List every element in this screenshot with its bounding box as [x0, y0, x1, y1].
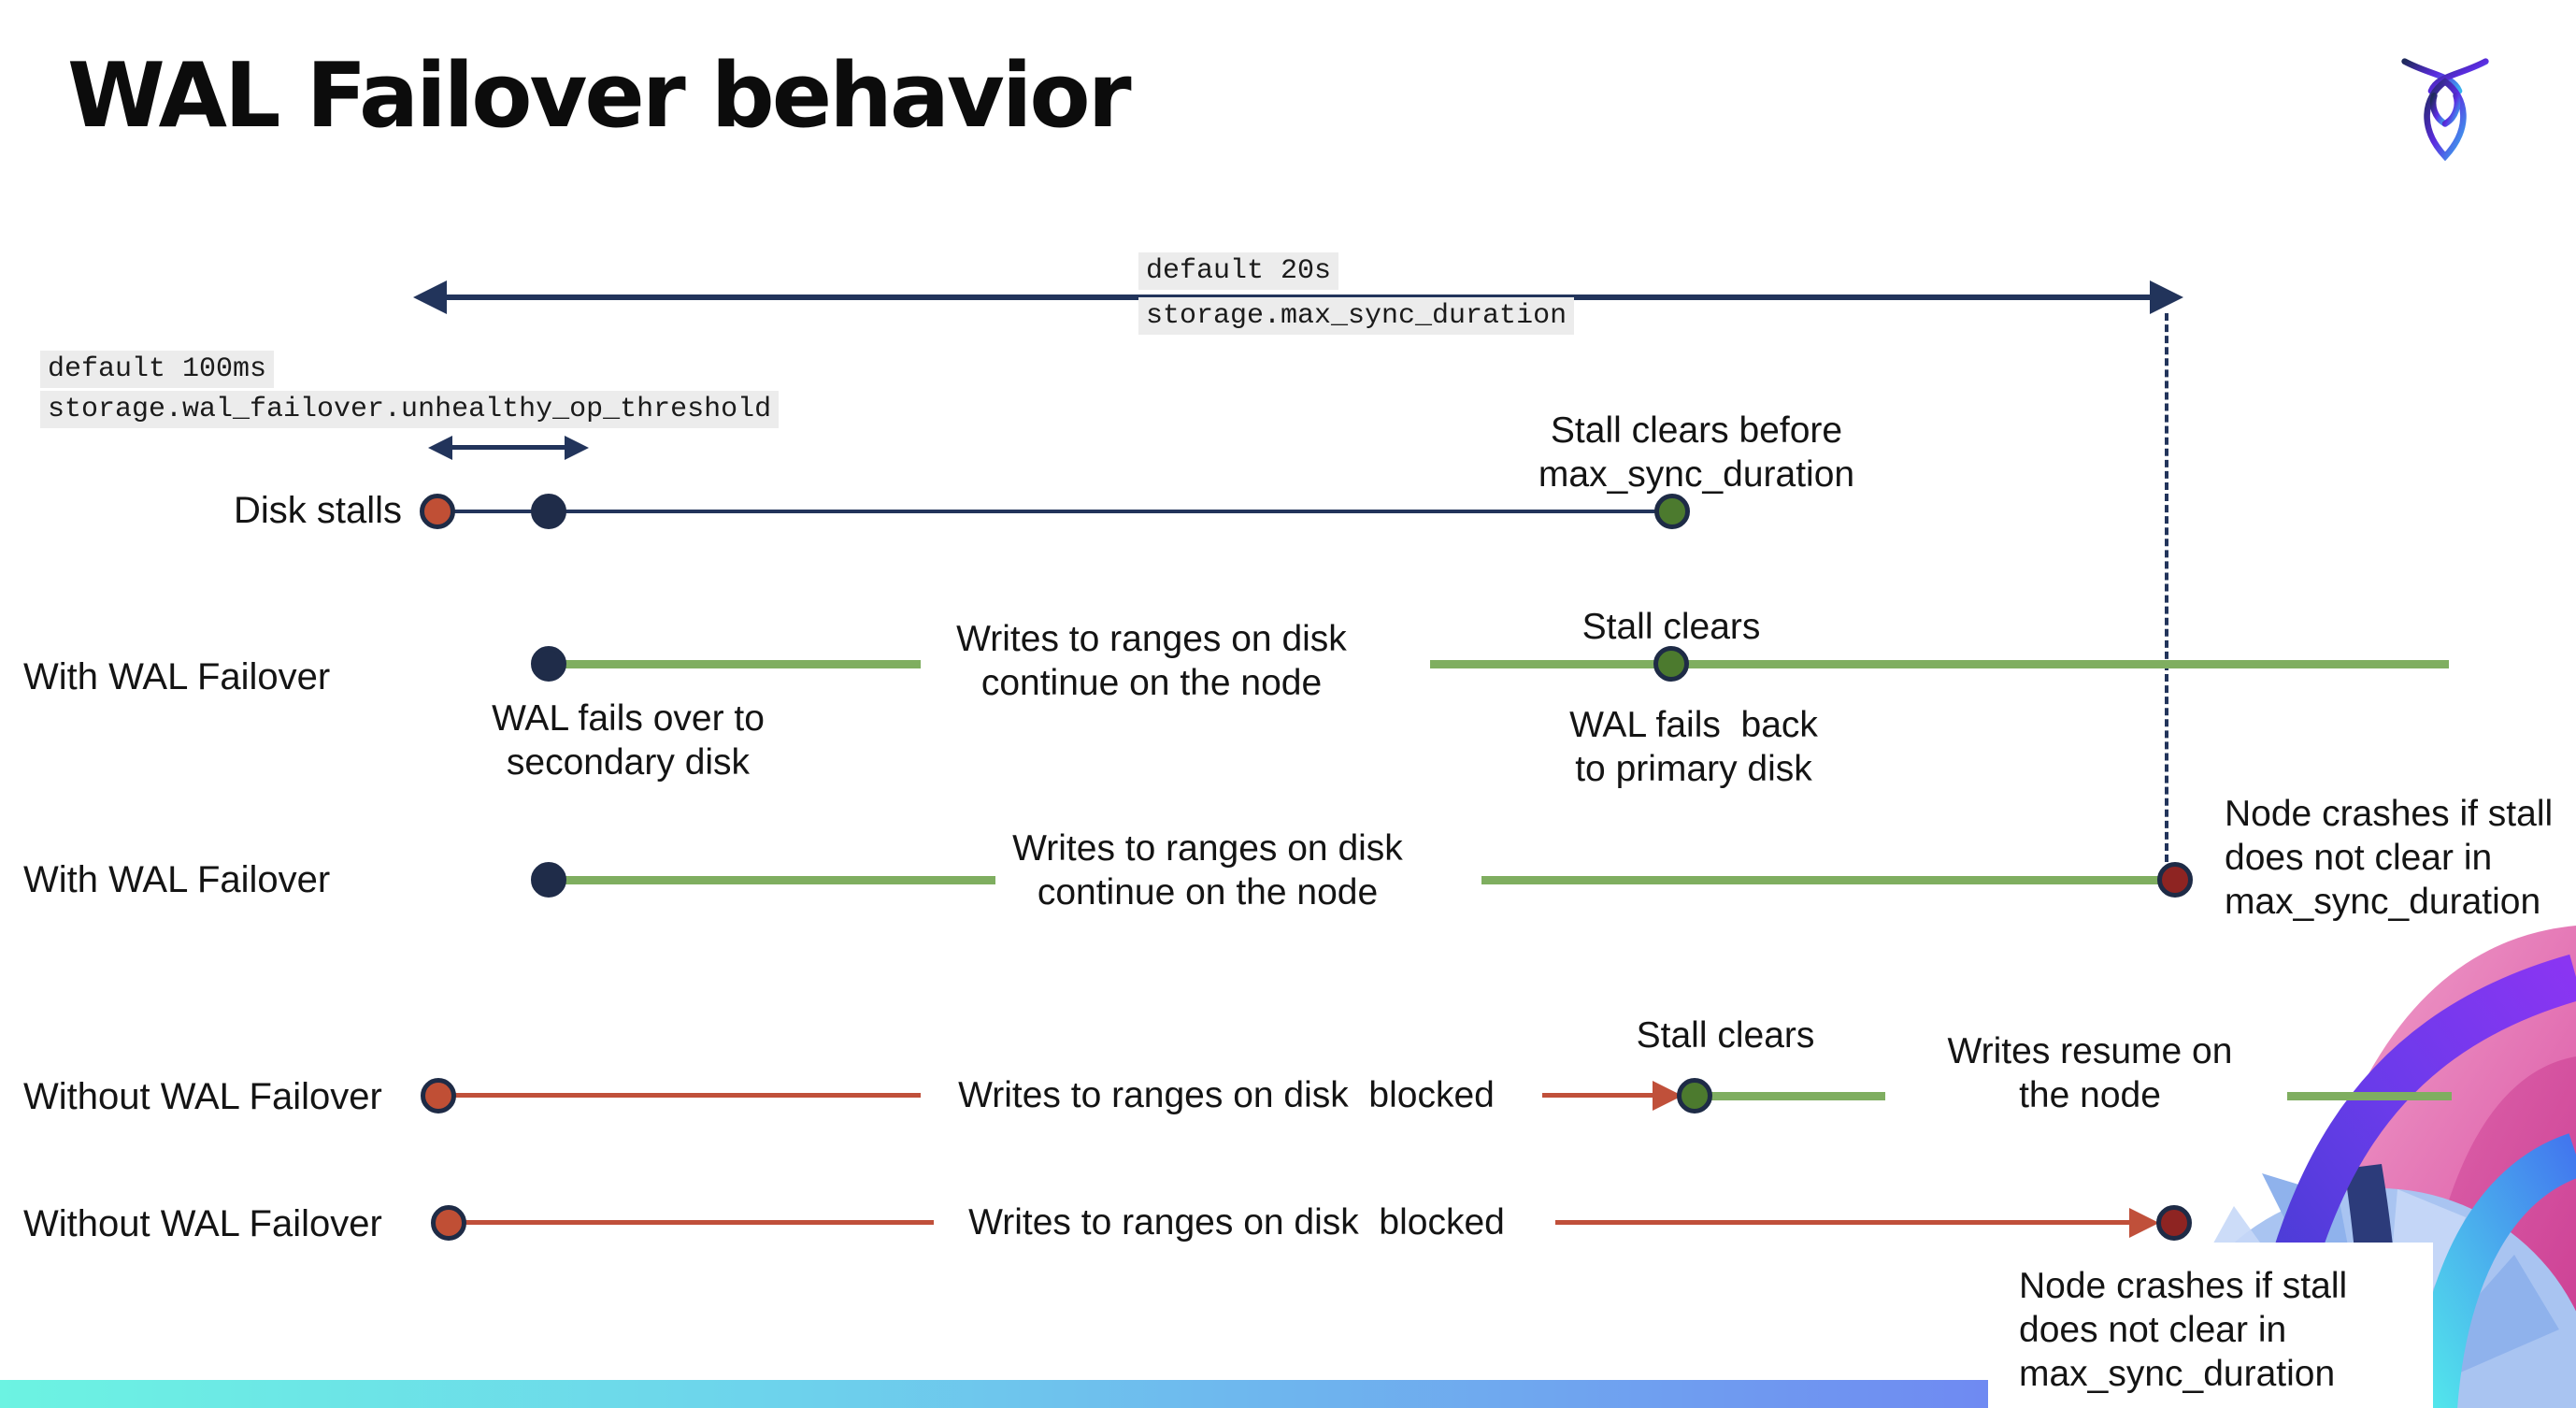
note-writes-continue-1: Writes to ranges on disk continue on the…	[956, 619, 1347, 703]
note-writes-resume: Writes resume on the node	[1947, 1031, 2233, 1115]
node-crashes-card	[1988, 1243, 2433, 1408]
row-label-with-wal-failover-1: With WAL Failover	[23, 656, 331, 697]
failover-stall-clears-dot	[1653, 646, 1689, 682]
note-node-crashes-1: Node crashes if stall does not clear in …	[2225, 794, 2554, 922]
failover-green-line-1a	[561, 660, 921, 668]
failover-green-line-2a	[561, 876, 995, 884]
no-failover-red-line-1b	[1542, 1093, 1656, 1098]
disk-stall-clears-dot	[1654, 494, 1690, 529]
note-stall-clears-before: Stall clears before max_sync_duration	[1538, 410, 1855, 495]
max-sync-default-label: default 20s	[1138, 252, 1339, 290]
max-sync-left-arrowhead-icon	[413, 280, 447, 314]
op-threshold-setting-label: storage.wal_failover.unhealthy_op_thresh…	[40, 391, 780, 428]
row-label-without-wal-failover-1: Without WAL Failover	[23, 1076, 382, 1117]
failover-start-dot-1	[531, 646, 566, 682]
cockroachdb-logo-icon	[2401, 58, 2489, 162]
note-node-crashes-2: Node crashes if stall does not clear in …	[2019, 1266, 2348, 1394]
no-failover-stall-dot-1	[421, 1078, 456, 1113]
no-failover-green-line-b	[2287, 1092, 2452, 1100]
no-failover-red-line-2a	[465, 1220, 934, 1225]
no-failover-green-line-a	[1711, 1092, 1885, 1100]
op-threshold-span-line	[449, 445, 565, 450]
no-failover-red-line-1a	[454, 1093, 921, 1098]
note-stall-clears-1: Stall clears	[1581, 607, 1761, 647]
max-sync-deadline-dashed-line	[2165, 313, 2168, 862]
row-label-without-wal-failover-2: Without WAL Failover	[23, 1203, 382, 1244]
disk-stalls-timeline	[437, 510, 1672, 513]
no-failover-red-arrowhead-2	[2129, 1208, 2159, 1238]
disk-stall-threshold-dot	[531, 494, 566, 529]
failover-green-line-1b	[1430, 660, 2449, 668]
note-writes-blocked-1: Writes to ranges on disk blocked	[958, 1075, 1495, 1115]
no-failover-red-line-2b	[1555, 1220, 2131, 1225]
row-label-with-wal-failover-2: With WAL Failover	[23, 859, 331, 900]
row-label-disk-stalls: Disk stalls	[233, 490, 402, 531]
disk-stall-start-dot	[420, 494, 455, 529]
note-stall-clears-2: Stall clears	[1636, 1015, 1815, 1056]
note-writes-continue-2: Writes to ranges on disk continue on the…	[1012, 828, 1403, 912]
op-threshold-right-arrowhead-icon	[565, 436, 589, 460]
node-crash-dot-1	[2157, 862, 2193, 898]
no-failover-stall-dot-2	[431, 1205, 466, 1241]
note-wal-fails-back: WAL fails back to primary disk	[1569, 705, 1818, 789]
note-wal-fails-over: WAL fails over to secondary disk	[492, 698, 765, 783]
failover-start-dot-2	[531, 862, 566, 898]
page-title: WAL Failover behavior	[67, 45, 1132, 148]
op-threshold-left-arrowhead-icon	[428, 436, 452, 460]
note-writes-blocked-2: Writes to ranges on disk blocked	[968, 1202, 1505, 1243]
no-failover-stall-clears-dot	[1677, 1078, 1712, 1113]
op-threshold-default-label: default 100ms	[40, 351, 275, 388]
max-sync-right-arrowhead-icon	[2150, 280, 2183, 314]
node-crash-dot-2	[2156, 1205, 2192, 1241]
max-sync-setting-label: storage.max_sync_duration	[1138, 297, 1575, 335]
failover-green-line-2b	[1481, 876, 2160, 884]
